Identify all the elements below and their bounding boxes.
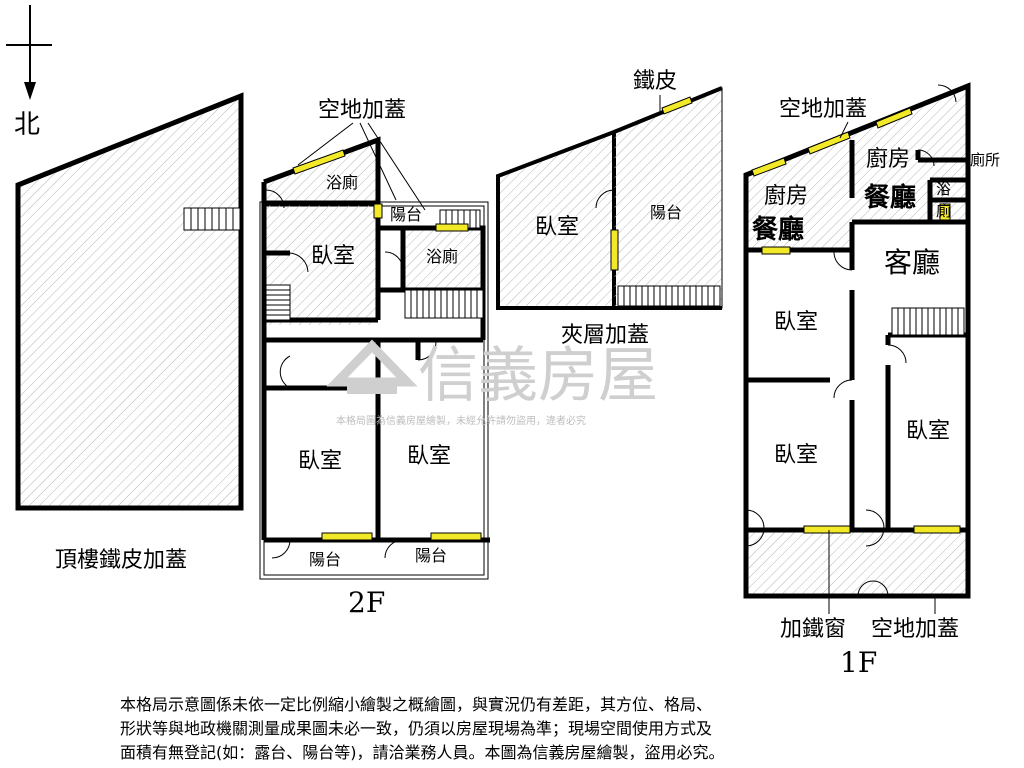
stairs-icon [265,209,484,321]
f1-bedroom-top-label: 臥室 [774,310,818,335]
watermark: 信義房屋 本格局圖為信義房屋繪製，未經允許請勿盜用，違者必究 [326,339,658,427]
f1-iron-window-label: 加鐵窗 [780,617,846,642]
f1-kitchen-right-label: 廚房 [866,147,910,172]
floor-plan-drawing: 北 頂樓鐵皮加蓋 [6,5,1000,679]
roof-plan: 頂樓鐵皮加蓋 [15,92,244,573]
f1-dining-right-label: 餐廳 [864,182,916,213]
f2-bedroom-mid-label: 臥室 [311,244,355,269]
disclaimer-line: 本格局示意圖係未依一定比例縮小繪製之概繪圖，與實況仍有差距，其方位、格局、 [120,695,713,714]
f2-bedroom-left-label: 臥室 [298,449,342,474]
f1-added-open-space-bottom-label: 空地加蓋 [871,617,959,642]
north-arrow-icon [24,82,36,100]
watermark-brand: 信義房屋 [418,341,658,411]
north-label: 北 [14,110,40,140]
window-icon [292,149,482,541]
f2-balcony-top-label: 陽台 [390,205,422,224]
watermark-notice: 本格局圖為信義房屋繪製，未經允許請勿盜用，違者必究 [336,414,586,427]
mezz-iron-sheet-label: 鐵皮 [633,69,677,94]
stairs-icon [183,207,241,231]
mezzanine-plan: 鐵皮 臥室 陽台 夾層加蓋 [496,69,723,348]
disclaimer-line: 面積有無登記(如：露台、陽台等)，請洽業務人員。本圖為信義房屋繪製，盜用必究。 [120,743,725,762]
f1-bedroom-right-label: 臥室 [906,419,950,444]
floor-2-plan: 空地加蓋 浴廁 陽台 臥室 浴廁 臥室 臥室 陽台 陽台 2F [259,98,490,619]
stairs-icon [891,307,965,336]
f2-title: 2F [348,586,385,619]
door-icon [265,189,437,559]
floor-1-plan: 空地加蓋 廚房 餐廳 廚房 餐廳 廁所 浴 廁 客廳 臥室 臥室 臥室 加鐵窗 … [743,82,1000,679]
door-icon [745,84,957,597]
mezz-title: 夾層加蓋 [561,323,649,348]
f1-bedroom-bottom-left-label: 臥室 [774,443,818,468]
north-compass: 北 [6,5,52,140]
roof-outline [15,92,244,511]
disclaimer: 本格局示意圖係未依一定比例縮小繪製之概繪圖，與實況仍有差距，其方位、格局、 形狀… [120,693,920,765]
roof-title: 頂樓鐵皮加蓋 [55,548,187,573]
window-icon [610,96,693,271]
f1-toilet-label: 廁所 [970,151,1000,169]
disclaimer-line: 形狀等與地政機關測量成果圖未必一致，仍須以房屋現場為準；現場空間使用方式及 [120,719,713,738]
f1-kitchen-left-label: 廚房 [764,184,808,209]
f2-added-open-space-label: 空地加蓋 [318,98,406,123]
f2-balcony-right-label: 陽台 [415,546,447,565]
f2-balcony-left-label: 陽台 [309,550,341,569]
mezz-balcony-label: 陽台 [650,203,682,222]
door-icon [595,189,615,209]
f1-living-room-label: 客廳 [884,246,940,279]
f1-bath2-label: 廁 [936,202,951,220]
mezz-bedroom-label: 臥室 [535,215,579,240]
window-icon [751,107,961,534]
f2-bath-mid-label: 浴廁 [426,247,458,266]
f2-bath-top-label: 浴廁 [326,173,358,192]
f1-added-open-space-top-label: 空地加蓋 [779,97,867,122]
f1-dining-left-label: 餐廳 [752,214,804,245]
f2-bedroom-right-label: 臥室 [407,444,451,469]
f1-title: 1F [840,646,877,679]
f1-bath-label: 浴 [936,180,951,198]
